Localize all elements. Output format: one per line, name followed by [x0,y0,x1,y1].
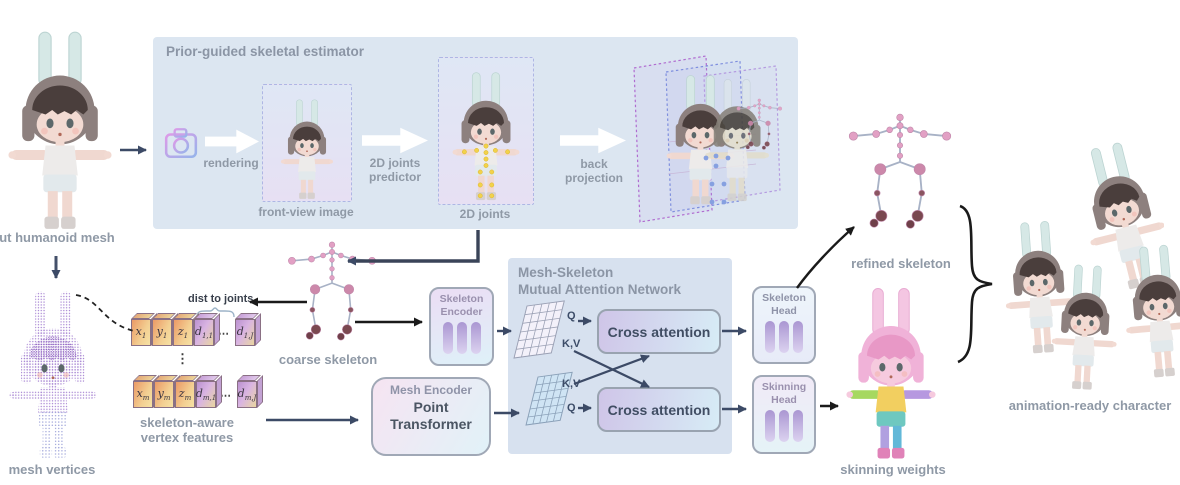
mesh-encoder-title: Mesh Encoder [389,383,473,397]
feature-cell: xm [133,381,153,408]
mesh-vertices-pointcloud [6,286,100,462]
input-humanoid-mesh-image [4,30,116,230]
skeleton-encoder-bars [442,322,481,355]
front-view-character [279,97,335,201]
feature-cell: d1,1 [194,319,214,346]
front-view-image-box [262,84,352,202]
mesh-feature-grid [525,371,573,426]
joints-predictor-line1: 2D joints [369,156,421,170]
attention-title-line2: Mutual Attention Network [518,281,681,297]
back-projection-line1: back [580,157,608,171]
joints-predictor-label: 2D joints predictor [357,156,433,185]
cross-attention-top: Cross attention [597,309,721,354]
back-projection-image [633,55,783,223]
vertex-features-line1: skeleton-aware [140,415,234,430]
skinning-head-line1: Skinning [761,381,807,393]
2d-joints-label: 2D joints [459,207,511,221]
q-label-top: Q [567,310,576,322]
2d-joints-character [450,68,522,204]
skeleton-head-line1: Skeleton [762,292,806,304]
animation-pose-4 [1122,240,1180,382]
skinning-head-bars [765,410,803,443]
skinning-head-line2: Head [771,393,797,406]
2d-joint-dots [462,143,510,199]
dist-to-joints-label: dist to joints [188,293,254,305]
skinning-weights-image [843,284,939,462]
refined-skeleton-label: refined skeleton [851,256,951,271]
skeleton-head-bars [765,321,803,354]
attention-network-title: Mesh-Skeleton Mutual Attention Network [518,265,681,299]
cross-attention-bottom: Cross attention [597,387,721,432]
mesh-vertices-label: mesh vertices [8,462,96,477]
rendering-label: rendering [203,156,259,170]
front-view-label: front-view image [258,205,354,219]
point-transformer-label: Point Transformer [390,399,472,433]
mesh-encoder-box: Mesh Encoder Point Transformer [371,377,491,456]
q-label-bottom: Q [567,402,576,414]
skeleton-encoder-line2: Encoder [440,305,483,318]
skeleton-encoder-line1: Skeleton [439,293,484,305]
animation-ready-label: animation-ready character [1008,398,1172,413]
skinning-weights-label: skinning weights [840,462,946,477]
skeleton-head-box: Skeleton Head [752,286,816,364]
camera-icon [164,128,198,159]
feature-cell: z1 [173,319,193,346]
kv-label-top: K,V [562,338,581,350]
vertex-feature-row-2: xm ym zm dm,1 ⋯ dm,J [133,374,257,408]
back-projection-label: back projection [558,157,630,186]
vertex-features-line2: vertex features [140,429,234,445]
back-projection-line2: projection [564,170,623,185]
feature-cell: dm,J [237,381,257,408]
feature-cell: zm [175,381,195,408]
coarse-skeleton-label: coarse skeleton [278,352,378,367]
2d-joints-image-box [438,57,534,205]
coarse-skeleton-image [283,240,381,352]
merge-brace [957,204,993,364]
feature-cell: d1,J [235,319,255,346]
prior-estimator-title: Prior-guided skeletal estimator [166,44,365,59]
feature-cell: ym [154,381,174,408]
skeleton-feature-grid [513,300,565,359]
input-mesh-label: put humanoid mesh [0,230,115,245]
point-transformer-line2: Transformer [390,416,472,433]
feature-rows-ellipsis: ⋮ [176,351,189,366]
attention-title-line1: Mesh-Skeleton [518,265,614,280]
animation-pose-3 [1050,262,1120,392]
feature-ellipsis: ⋯ [218,328,229,340]
skeleton-head-line2: Head [771,304,797,317]
point-transformer-line1: Point [413,399,449,416]
dist-brace [196,307,235,318]
backprojection-blue-dots [703,153,731,205]
refined-skeleton-image [843,112,957,242]
skeleton-encoder-box: Skeleton Encoder [429,287,494,366]
feature-ellipsis: ⋯ [220,390,231,402]
feature-cell: y1 [152,319,172,346]
joints-predictor-line2: predictor [368,169,421,184]
kv-label-bottom: K,V [562,378,581,390]
vertex-feature-row-1: x1 y1 z1 d1,1 ⋯ d1,J [131,312,255,346]
feature-cell: dm,1 [196,381,216,408]
vertex-features-label: skeleton-aware vertex features [126,415,248,446]
feature-cell: x1 [131,319,151,346]
skinning-head-box: Skinning Head [752,375,816,454]
